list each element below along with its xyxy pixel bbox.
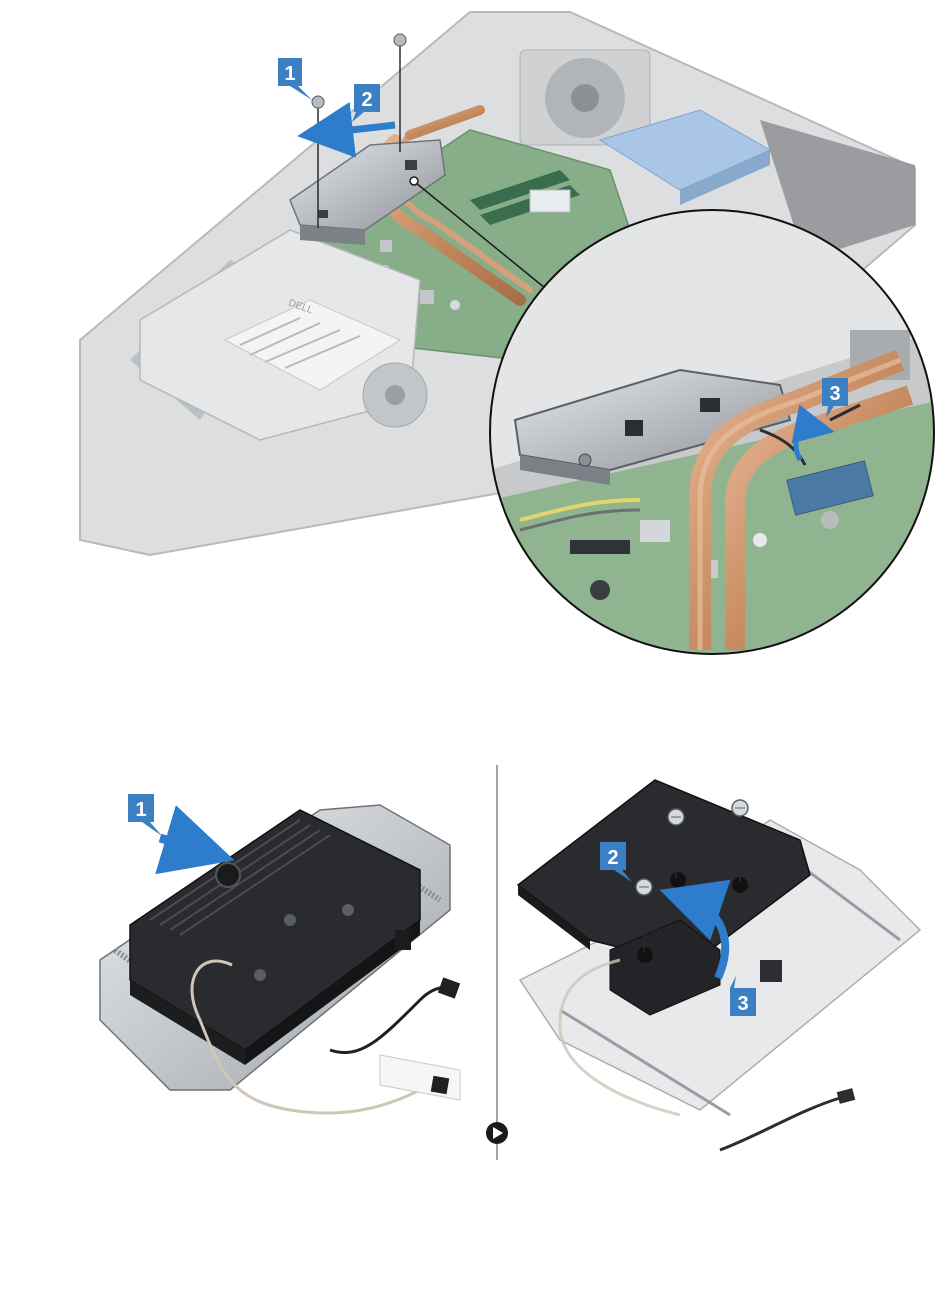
left-panel: 1 [100, 794, 460, 1113]
bottom-right-callout-step-3-label: 3 [737, 993, 748, 1015]
top-illustration-svg: DELL 1 2 [0, 0, 950, 660]
right-connector [760, 960, 782, 982]
right-screw-hole-1 [670, 872, 686, 888]
left-flex-cable [330, 988, 455, 1053]
left-push-arrow [160, 838, 200, 850]
callout-step-2-label: 2 [361, 89, 372, 111]
bottom-right-callout-step-2-label: 2 [607, 847, 618, 869]
callout-step-3-label: 3 [829, 383, 840, 405]
right-flex-cable [720, 1098, 840, 1150]
bottom-left-callout-step-1: 1 [128, 794, 162, 836]
callout-step-1-label: 1 [284, 63, 295, 85]
left-connector [395, 930, 411, 950]
right-screw-hole-3 [637, 947, 653, 963]
bottom-left-callout-step-1-label: 1 [135, 799, 146, 821]
left-cable-label [380, 1055, 460, 1100]
zoom-anchor-dot [410, 177, 418, 185]
left-lens [216, 863, 240, 887]
continue-indicator [486, 1122, 508, 1144]
callout-step-1: 1 [278, 58, 312, 100]
left-screw-hole-3 [254, 969, 266, 981]
zoom-inset: 3 [490, 210, 940, 660]
bottom-illustration-svg: 1 [0, 750, 950, 1170]
speaker-fan [363, 363, 427, 427]
top-illustration: DELL 1 2 [0, 0, 950, 660]
left-screw-hole-1 [284, 914, 296, 926]
left-screw-hole-2 [342, 904, 354, 916]
right-panel: 2 3 [518, 780, 920, 1150]
bottom-illustration: 1 [0, 750, 950, 1170]
